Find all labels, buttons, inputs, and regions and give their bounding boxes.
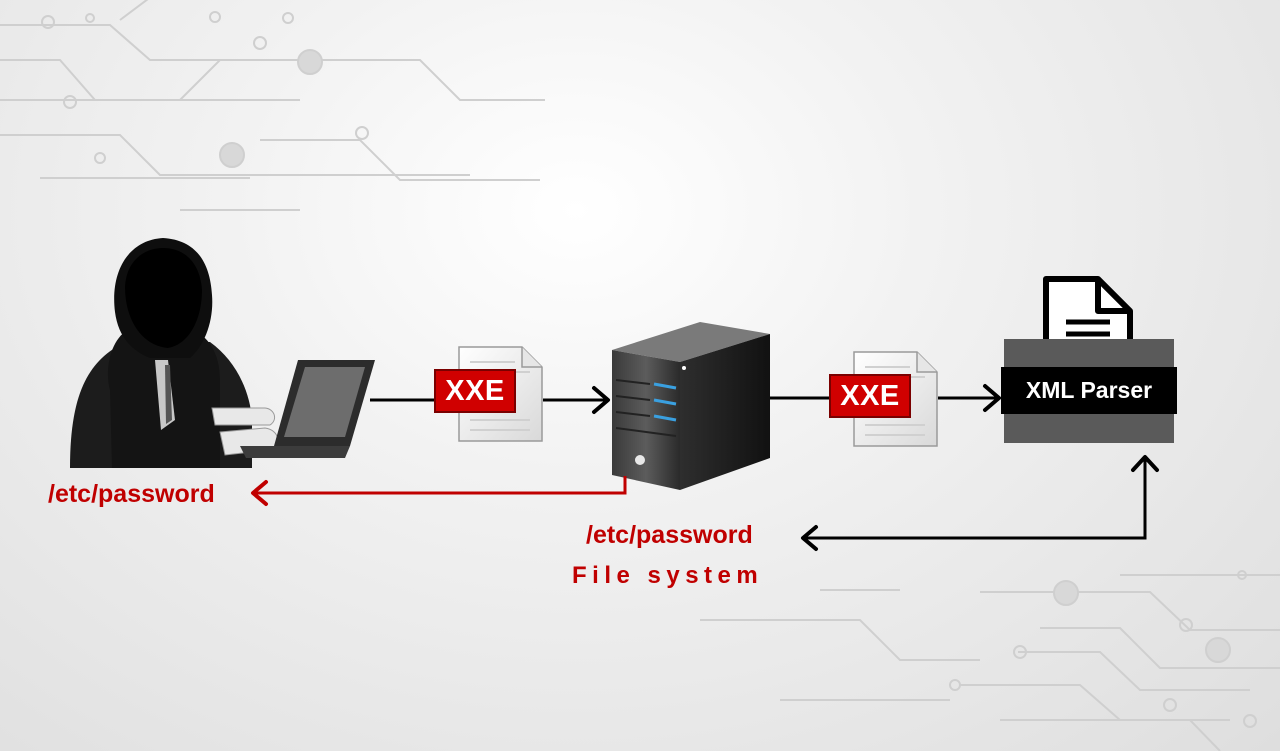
file-icon — [1043, 276, 1133, 339]
xml-parser-bar: XML Parser — [1001, 367, 1177, 414]
circuit-pattern-top-left — [0, 0, 545, 211]
attacker-output-label: /etc/password — [48, 480, 215, 508]
xxe-label-2: XXE — [840, 379, 900, 412]
xml-parser-label: XML Parser — [1025, 377, 1153, 403]
hooded-hacker-icon — [70, 238, 279, 468]
arrow-server-to-attacker — [255, 476, 627, 495]
xxe-label-1: XXE — [445, 374, 505, 407]
circuit-pattern-bottom-right — [700, 570, 1280, 751]
laptop-icon — [240, 360, 375, 458]
server-icon — [612, 322, 770, 490]
xxe-badge-2: XXE — [829, 374, 911, 418]
server-file-label: /etc/password — [586, 521, 753, 549]
file-system-label: File system — [572, 562, 764, 589]
xxe-badge-1: XXE — [434, 369, 516, 413]
arrow-parser-to-filesystem — [805, 458, 1147, 540]
